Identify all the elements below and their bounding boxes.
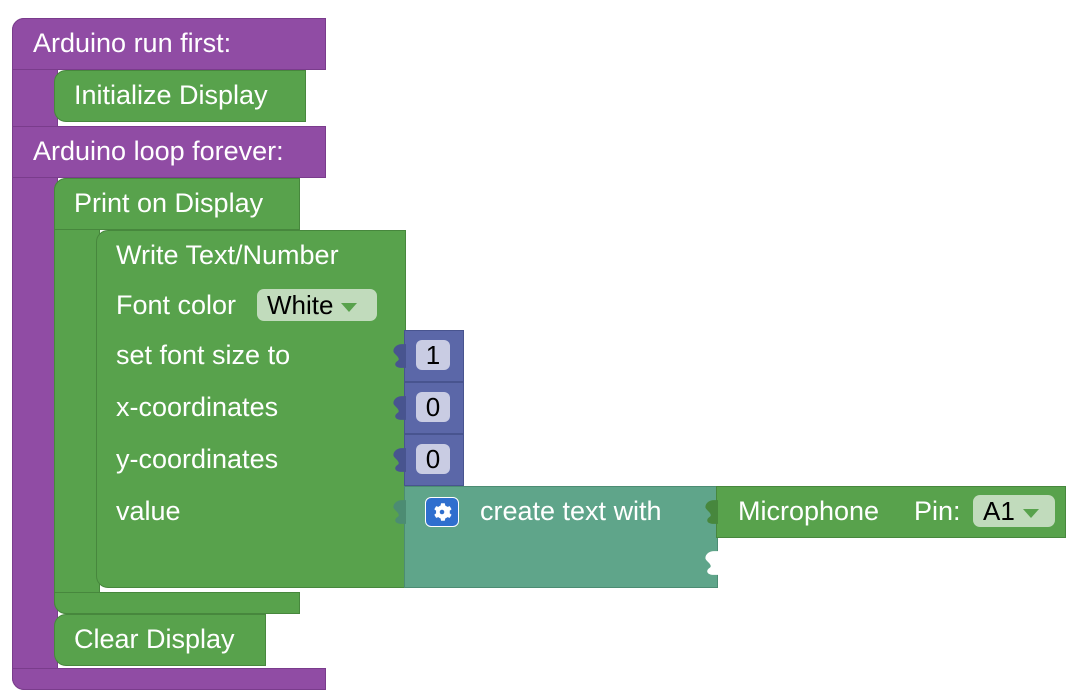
font-color-value: White xyxy=(267,290,334,320)
font-size-number[interactable]: 1 xyxy=(416,340,450,370)
microphone-block[interactable] xyxy=(716,486,1066,538)
font-color-label: Font color xyxy=(116,290,237,320)
value-input-notch xyxy=(393,500,406,524)
microphone-input-notch xyxy=(705,500,718,524)
font-size-label: set font size to xyxy=(116,340,291,370)
y-coordinates-label: y-coordinates xyxy=(116,444,279,474)
pin-dropdown[interactable]: A1 xyxy=(973,495,1055,527)
arduino-block-footer[interactable] xyxy=(12,668,326,690)
initialize-display-block[interactable] xyxy=(54,70,306,122)
print-on-display-label: Print on Display xyxy=(74,188,264,218)
y-number[interactable]: 0 xyxy=(416,444,450,474)
pin-value: A1 xyxy=(983,496,1015,526)
clear-display-label: Clear Display xyxy=(74,624,235,654)
run-first-header[interactable] xyxy=(12,18,326,70)
create-text-label: create text with xyxy=(480,496,662,526)
print-on-display-block[interactable] xyxy=(54,178,100,614)
gear-icon[interactable] xyxy=(425,497,459,527)
caret-down-icon xyxy=(341,302,358,312)
loop-forever-header[interactable] xyxy=(12,126,326,178)
print-on-display-footer[interactable] xyxy=(54,592,300,614)
arduino-setup-block[interactable] xyxy=(12,18,58,690)
run-first-label: Arduino run first: xyxy=(33,28,232,58)
value-label: value xyxy=(116,496,181,526)
write-text-label: Write Text/Number xyxy=(116,240,339,270)
pin-label: Pin: xyxy=(914,496,961,526)
print-on-display-header[interactable] xyxy=(54,178,300,230)
font-size-input-notch xyxy=(393,344,406,368)
caret-down-icon xyxy=(1022,508,1039,518)
x-number[interactable]: 0 xyxy=(416,392,450,422)
x-input-notch xyxy=(393,396,406,420)
y-input-notch xyxy=(393,448,406,472)
x-coordinates-label: x-coordinates xyxy=(116,392,279,422)
loop-forever-label: Arduino loop forever: xyxy=(33,136,284,166)
initialize-display-label: Initialize Display xyxy=(74,80,268,110)
clear-display-block[interactable] xyxy=(54,614,266,666)
microphone-label: Microphone xyxy=(738,496,880,526)
font-color-dropdown[interactable]: White xyxy=(257,289,377,321)
y-number-block[interactable] xyxy=(404,434,464,486)
empty-input-notch xyxy=(705,551,718,575)
